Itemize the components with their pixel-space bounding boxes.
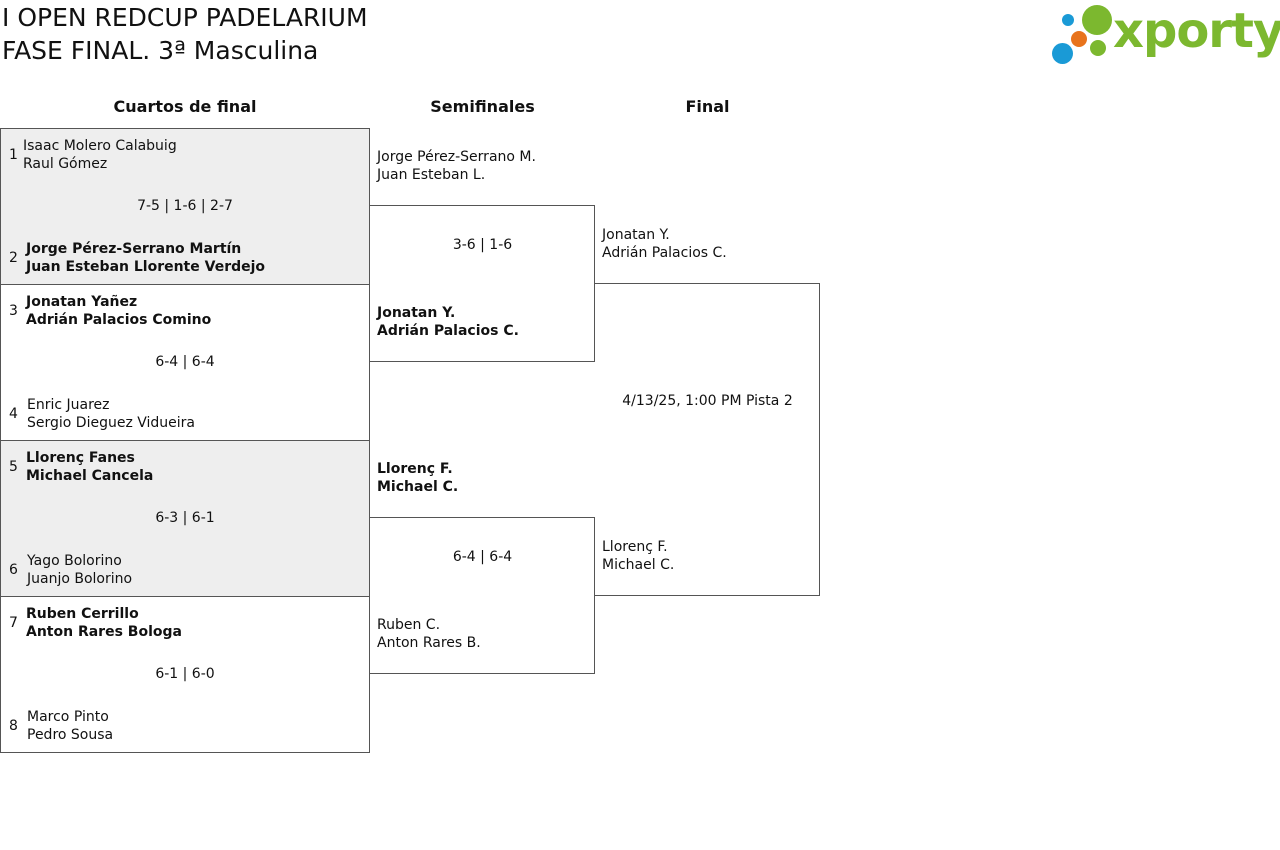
player-name: Adrián Palacios C. [602, 245, 727, 261]
player-name: Ruben C. [377, 617, 441, 633]
round-header-final: Final [685, 97, 730, 116]
phase-title: FASE FINAL. 3ª Masculina [2, 36, 319, 65]
player-name: Enric Juarez [27, 397, 110, 413]
quarterfinal-match-3[interactable]: 5 Llorenç Fanes Michael Cancela 6-3 | 6-… [0, 440, 370, 597]
match-score: 6-3 | 6-1 [155, 510, 215, 526]
team-entry-winner[interactable]: Jonatan Yañez Adrián Palacios Comino [26, 293, 211, 329]
team-entry[interactable]: Isaac Molero Calabuig Raul Gómez [23, 137, 177, 173]
match-score: 7-5 | 1-6 | 2-7 [137, 198, 233, 214]
seed-number: 8 [9, 718, 18, 734]
team-entry-winner[interactable]: Llorenç Fanes Michael Cancela [26, 449, 153, 485]
semifinal-2-team-top-winner[interactable]: Llorenç F. Michael C. [377, 460, 458, 496]
quarterfinal-match-2[interactable]: 3 Jonatan Yañez Adrián Palacios Comino 6… [0, 284, 370, 441]
player-name: Isaac Molero Calabuig [23, 138, 177, 154]
quarterfinal-match-4[interactable]: 7 Ruben Cerrillo Anton Rares Bologa 6-1 … [0, 596, 370, 753]
team-entry-winner[interactable]: Jorge Pérez-Serrano Martín Juan Esteban … [26, 240, 265, 276]
seed-number: 4 [9, 406, 18, 422]
logo-dot-green-large [1082, 5, 1112, 35]
match-score: 6-4 | 6-4 [155, 354, 215, 370]
tournament-title: I OPEN REDCUP PADELARIUM [2, 3, 368, 32]
round-header-quarterfinals: Cuartos de final [113, 97, 257, 116]
player-name: Ruben Cerrillo [26, 606, 139, 622]
player-name: Jonatan Y. [602, 227, 670, 243]
seed-number: 7 [9, 615, 18, 631]
logo-wordmark: xporty [1113, 3, 1280, 59]
player-name: Sergio Dieguez Vidueira [27, 415, 196, 431]
logo-dot-green-small [1062, 14, 1074, 26]
logo-dot-blue [1052, 43, 1073, 64]
logo-dot-green-low [1090, 40, 1106, 56]
player-name: Yago Bolorino [27, 553, 122, 569]
team-entry[interactable]: Yago Bolorino Juanjo Bolorino [27, 552, 132, 588]
quarterfinal-match-1[interactable]: 1 Isaac Molero Calabuig Raul Gómez 7-5 |… [0, 128, 370, 285]
player-name: Jorge Pérez-Serrano M. [377, 149, 536, 165]
semifinal-1-team-bottom-winner[interactable]: Jonatan Y. Adrián Palacios C. [377, 304, 519, 340]
seed-number: 5 [9, 459, 18, 475]
player-name: Michael C. [602, 557, 675, 573]
xporty-logo[interactable]: xporty [1050, 3, 1280, 67]
team-entry[interactable]: Marco Pinto Pedro Sousa [27, 708, 113, 744]
player-name: Anton Rares B. [377, 635, 481, 651]
player-name: Pedro Sousa [27, 727, 114, 743]
team-entry[interactable]: Enric Juarez Sergio Dieguez Vidueira [27, 396, 195, 432]
semifinal-2-score: 6-4 | 6-4 [452, 549, 513, 565]
player-name: Marco Pinto [27, 709, 109, 725]
player-name: Juanjo Bolorino [27, 571, 133, 587]
player-name: Llorenç Fanes [26, 450, 135, 466]
round-header-semifinals: Semifinales [430, 97, 535, 116]
seed-number: 6 [9, 562, 18, 578]
semifinal-1-team-top[interactable]: Jorge Pérez-Serrano M. Juan Esteban L. [377, 148, 536, 184]
match-score: 6-1 | 6-0 [155, 666, 215, 682]
player-name: Adrián Palacios C. [377, 323, 519, 339]
final-match-bracket [594, 283, 820, 596]
player-name: Anton Rares Bologa [26, 624, 182, 640]
player-name: Juan Esteban Llorente Verdejo [26, 259, 266, 275]
final-schedule: 4/13/25, 1:00 PM Pista 2 [622, 393, 793, 409]
player-name: Adrián Palacios Comino [26, 312, 212, 328]
final-team-top[interactable]: Jonatan Y. Adrián Palacios C. [602, 226, 727, 262]
seed-number: 1 [9, 147, 18, 163]
player-name: Jonatan Y. [377, 305, 456, 321]
player-name: Llorenç F. [377, 461, 453, 477]
seed-number: 3 [9, 303, 18, 319]
player-name: Jorge Pérez-Serrano Martín [26, 241, 242, 257]
final-team-bottom[interactable]: Llorenç F. Michael C. [602, 538, 674, 574]
player-name: Michael Cancela [26, 468, 154, 484]
player-name: Michael C. [377, 479, 459, 495]
player-name: Jonatan Yañez [26, 294, 138, 310]
logo-dot-orange [1071, 31, 1087, 47]
player-name: Llorenç F. [602, 539, 668, 555]
player-name: Juan Esteban L. [377, 167, 486, 183]
team-entry-winner[interactable]: Ruben Cerrillo Anton Rares Bologa [26, 605, 182, 641]
semifinal-1-score: 3-6 | 1-6 [452, 237, 513, 253]
semifinal-2-team-bottom[interactable]: Ruben C. Anton Rares B. [377, 616, 481, 652]
player-name: Raul Gómez [23, 156, 108, 172]
seed-number: 2 [9, 250, 18, 266]
